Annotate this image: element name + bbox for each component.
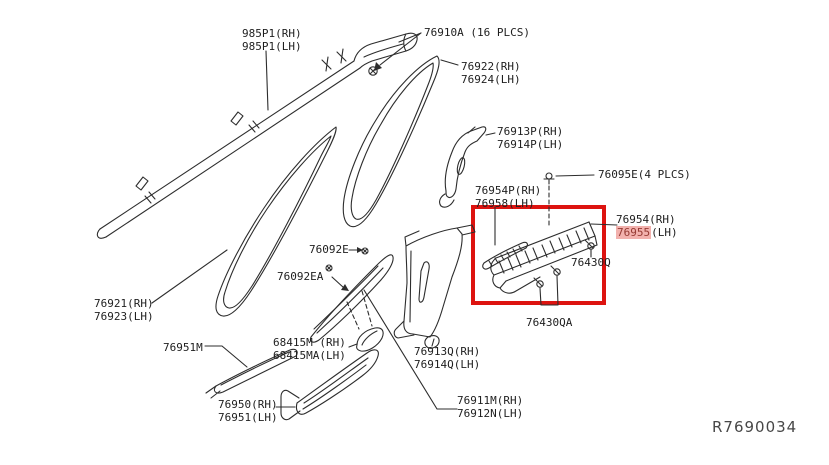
label-76430q: 76430Q xyxy=(571,256,611,269)
label-985p1: 985P1(RH) 985P1(LH) xyxy=(242,27,302,53)
label-76910a: 76910A (16 PLCS) xyxy=(424,26,530,39)
label-76911m-76912n: 76911M(RH) 76912N(LH) xyxy=(457,394,524,420)
screw-76095e-art xyxy=(543,172,595,228)
sill-trim-art xyxy=(482,206,618,294)
highlight-box xyxy=(471,205,606,305)
clip-fasteners-art xyxy=(533,239,595,306)
label-76921-76923: 76921(RH) 76923(LH) xyxy=(94,297,154,323)
label-68415m-68415ma: 68415M (RH) 68415MA(LH) xyxy=(273,336,346,362)
label-76913p-76914p: 76913P(RH) 76914P(LH) xyxy=(497,125,564,151)
front-door-weatherstrip-art xyxy=(151,126,337,317)
label-76092ea: 76092EA xyxy=(277,270,324,283)
label-76954-rh: 76954(RH) xyxy=(616,213,676,226)
front-kicking-plate-art xyxy=(275,349,379,421)
screws-76092-art xyxy=(325,247,369,291)
label-76922-76924: 76922(RH) 76924(LH) xyxy=(461,60,521,86)
label-76954p-76958: 76954P(RH) 76958(LH) xyxy=(475,184,542,210)
label-76430qa: 76430QA xyxy=(526,316,573,329)
rear-door-weatherstrip-art xyxy=(342,55,459,228)
label-76955-line: 76955(LH) xyxy=(616,225,678,240)
upper-pillar-garnish-art xyxy=(439,126,496,208)
label-76950-76951: 76950(RH) 76951(LH) xyxy=(218,398,278,424)
a-pillar-garnish-art xyxy=(309,254,458,410)
label-76092e: 76092E xyxy=(309,243,349,256)
label-76955-suffix: (LH) xyxy=(651,225,678,239)
lower-pillar-garnish-art xyxy=(393,224,476,349)
diagram-reference-code: R7690034 xyxy=(712,418,798,436)
curtain-airbag-art xyxy=(96,32,422,239)
label-76955-highlighted[interactable]: 76955 xyxy=(616,225,652,239)
rear-kicking-plate-art xyxy=(204,345,298,399)
label-76954-76955: 76954(RH) 76955(LH) xyxy=(616,213,678,240)
label-76913q-76914q: 76913Q(RH) 76914Q(LH) xyxy=(414,345,481,371)
label-76095e: 76095E(4 PLCS) xyxy=(598,168,691,181)
label-76951m: 76951M xyxy=(163,341,203,354)
